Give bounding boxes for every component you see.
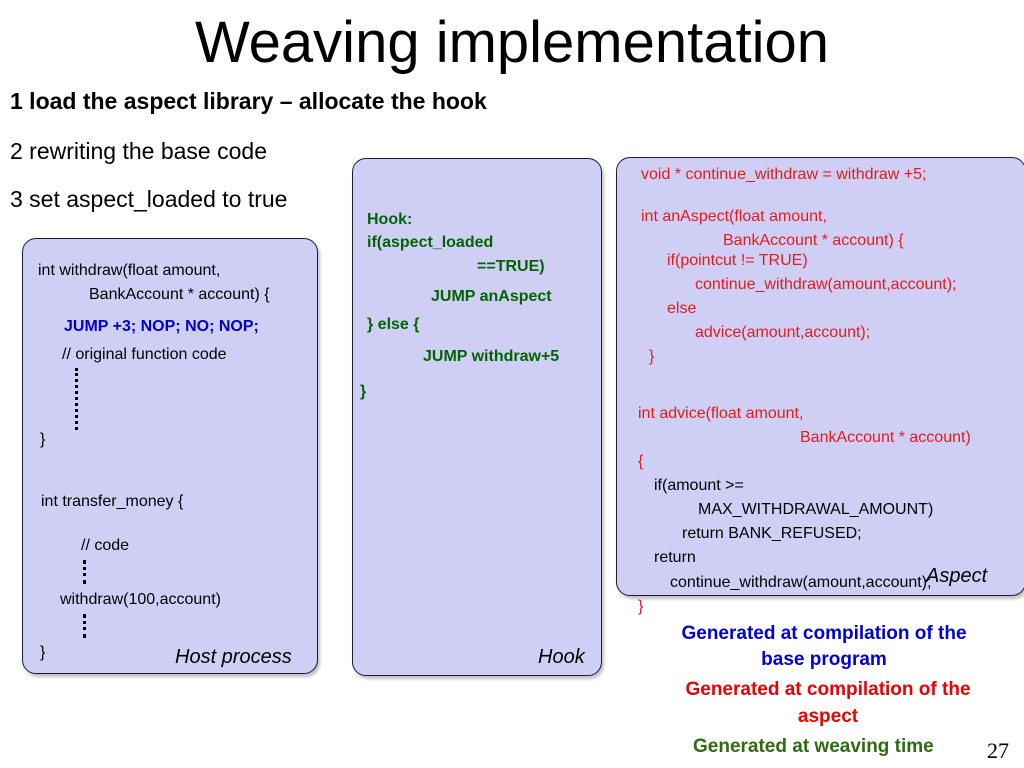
step-3: 3 set aspect_loaded to true: [10, 186, 288, 212]
page-number: 27: [987, 738, 1009, 763]
aspect-advice-arg: BankAccount * account): [800, 429, 971, 446]
aspect-open-brace: {: [638, 453, 644, 470]
legend-aspect-line2: aspect: [797, 706, 859, 727]
title-word-2: implementation: [435, 10, 830, 75]
host-ellipsis-dots-3: [83, 614, 86, 638]
slide-title: Weaving implementation: [0, 8, 1024, 78]
hook-label: Hook: [538, 646, 585, 668]
aspect-anaspect-sig: int anAspect(float amount,: [641, 208, 827, 225]
host-process-label: Host process: [175, 646, 292, 668]
aspect-anaspect-arg: BankAccount * account) {: [723, 232, 904, 249]
aspect-continue-call: continue_withdraw(amount,account);: [695, 276, 957, 293]
aspect-else: else: [667, 300, 697, 317]
hook-box: [352, 158, 602, 676]
aspect-if-pointcut: if(pointcut != TRUE): [667, 252, 808, 269]
aspect-box: [616, 157, 1024, 596]
host-jump-instruction: JUMP +3; NOP; NO; NOP;: [64, 318, 259, 335]
aspect-label: Aspect: [926, 565, 988, 587]
host-close-brace-2: }: [40, 644, 46, 661]
host-ellipsis-dots-1: [75, 368, 78, 430]
host-comment-original: // original function code: [62, 346, 227, 363]
aspect-if-amount: if(amount >=: [654, 477, 744, 494]
legend-base-program-line1: Generated at compilation of the: [681, 623, 967, 644]
host-comment-code: // code: [81, 537, 130, 554]
hook-line-if: if(aspect_loaded: [367, 234, 494, 251]
host-line-withdraw-sig: int withdraw(float amount,: [38, 262, 221, 279]
host-ellipsis-dots-2: [83, 560, 86, 584]
legend-aspect-line1: Generated at compilation of the: [685, 679, 971, 700]
host-line-withdraw-arg: BankAccount * account) {: [89, 286, 270, 303]
title-word-1: Weaving: [194, 10, 420, 75]
legend-weaving-time: Generated at weaving time: [693, 736, 934, 757]
host-close-brace-1: }: [40, 431, 46, 448]
aspect-advice-sig: int advice(float amount,: [638, 405, 804, 422]
aspect-max-withdrawal: MAX_WITHDRAWAL_AMOUNT): [698, 501, 934, 518]
aspect-continue-decl: void * continue_withdraw = withdraw +5;: [641, 166, 927, 183]
step-1: 1 load the aspect library – allocate the…: [10, 88, 487, 114]
aspect-close-1: }: [649, 348, 655, 365]
aspect-continue-return: continue_withdraw(amount,account);: [670, 574, 932, 591]
hook-line-true: ==TRUE): [477, 258, 545, 275]
aspect-close-2: }: [638, 598, 644, 615]
aspect-return-refused: return BANK_REFUSED;: [682, 525, 862, 542]
hook-line-jump-aspect: JUMP anAspect: [431, 288, 552, 305]
aspect-return: return: [654, 549, 696, 566]
step-2: 2 rewriting the base code: [10, 138, 267, 164]
aspect-advice-call: advice(amount,account);: [695, 324, 871, 341]
legend-base-program-line2: base program: [761, 649, 887, 670]
hook-line-label: Hook:: [367, 211, 413, 228]
hook-line-close: }: [360, 383, 367, 400]
host-withdraw-call: withdraw(100,account): [60, 591, 221, 608]
host-transfer-sig: int transfer_money {: [41, 493, 184, 510]
hook-line-else: } else {: [367, 316, 420, 333]
hook-line-jump-withdraw: JUMP withdraw+5: [423, 348, 560, 365]
host-process-box: [22, 238, 318, 674]
